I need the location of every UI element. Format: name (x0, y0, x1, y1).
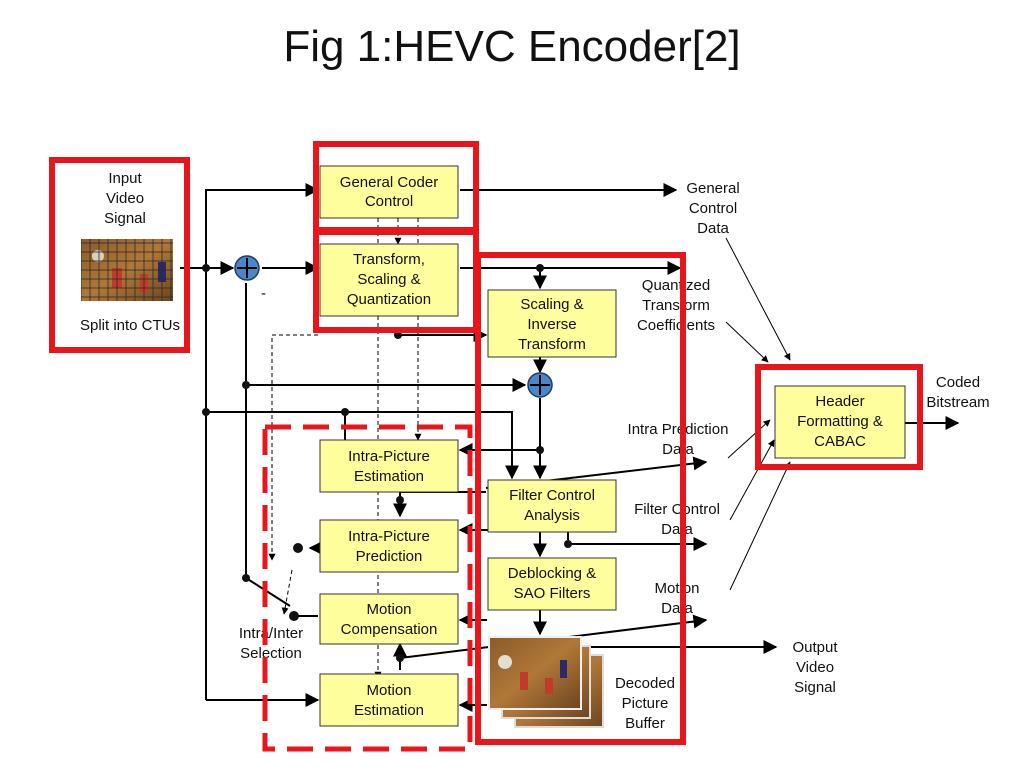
page-title: Fig 1:HEVC Encoder[2] (283, 22, 741, 71)
highlight-cabac (755, 364, 923, 470)
highlight-frames (49, 141, 923, 752)
junction-nodes (202, 264, 572, 662)
decoded-picture-buffer-frames (488, 636, 604, 728)
highlight-prediction-dashed (262, 424, 473, 752)
block-deblocking-sao-filters: Deblocking &SAO Filters (487, 557, 617, 611)
highlight-input (49, 157, 190, 353)
svg-text:Deblocking &SAO Filters: Deblocking &SAO Filters (508, 565, 596, 602)
svg-text:Transform,Scaling &Quantizatio: Transform,Scaling &Quantization (347, 251, 431, 308)
input-frame-thumbnail (81, 239, 173, 301)
split-into-ctus-label: Split into CTUs (80, 317, 180, 334)
minus-sign-label: - (261, 285, 266, 302)
block-transform-scaling-quantization: Transform,Scaling &Quantization (319, 243, 459, 317)
adder-reconstruct (527, 372, 553, 398)
highlight-reconstruction-loop (475, 252, 686, 745)
adder-subtract (234, 255, 260, 281)
